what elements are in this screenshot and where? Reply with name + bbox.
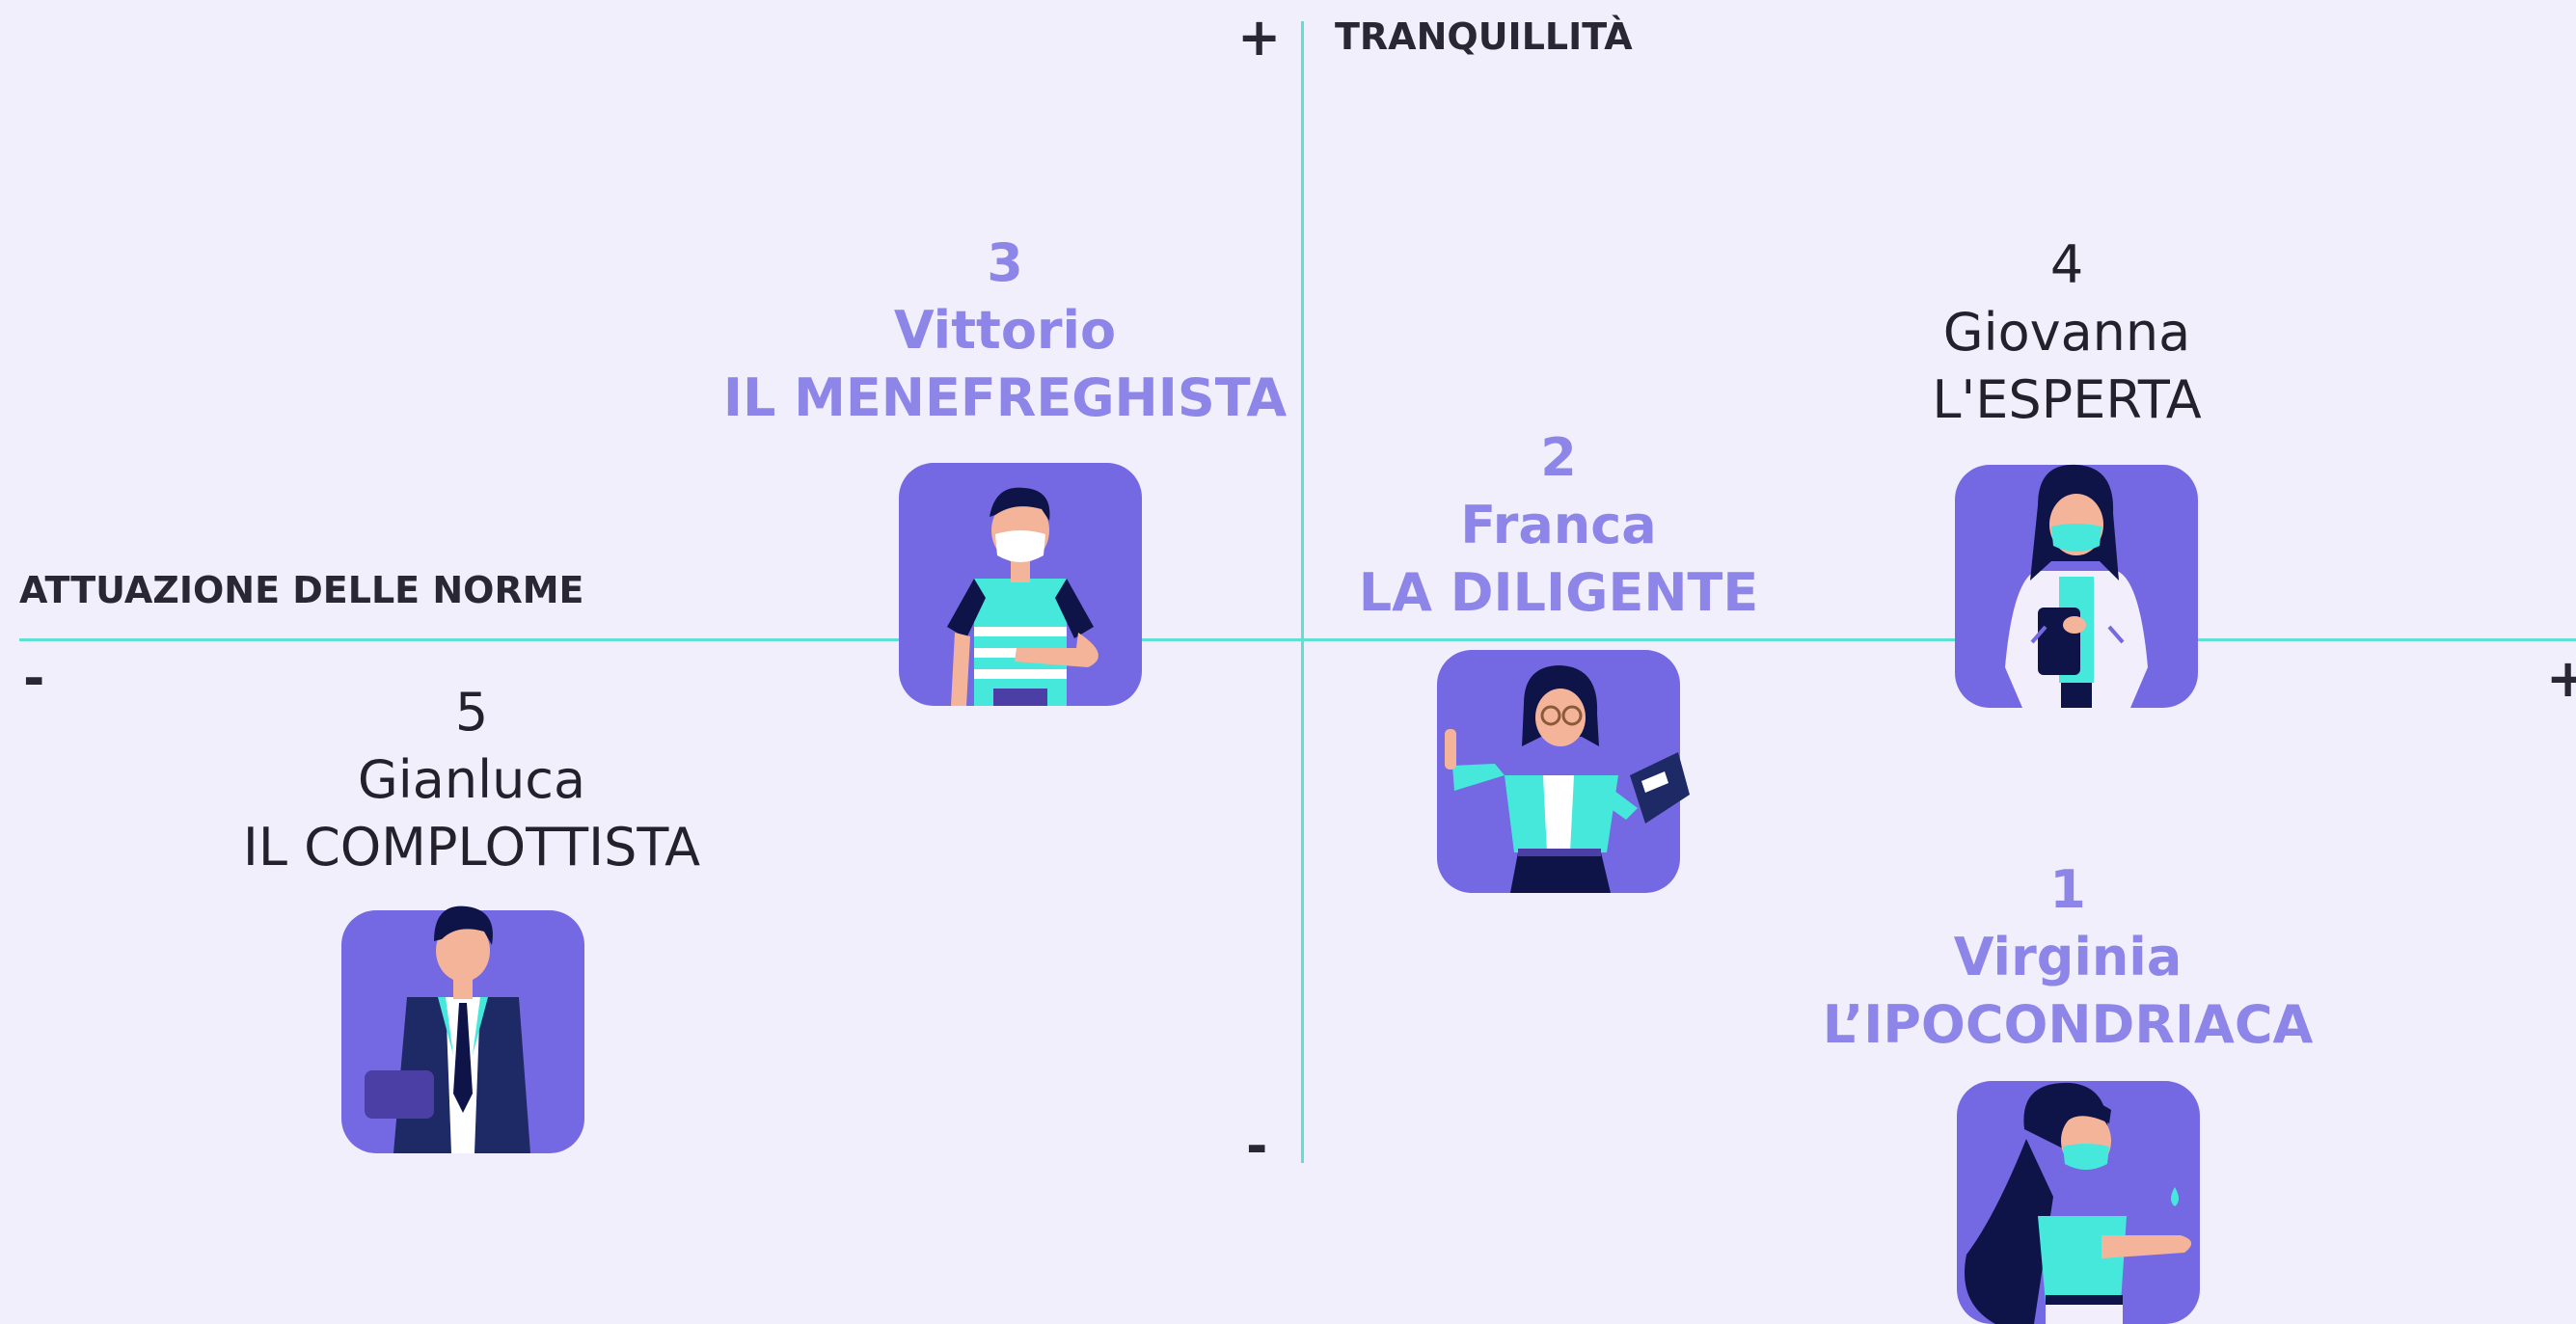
persona-role: L’IPOCONDRIACA [1822, 994, 2314, 1055]
persona-label-vittorio: 3 Vittorio IL MENEFREGHISTA [723, 230, 1287, 432]
woman-teacher-book-icon [1445, 665, 1690, 893]
persona-number: 1 [2049, 859, 2086, 920]
y-axis-title: TRANQUILLITÀ [1335, 15, 1633, 58]
avatar-giovanna [1955, 464, 2198, 708]
woman-washing-hands-icon [1965, 1082, 2192, 1324]
persona-role: IL COMPLOTTISTA [242, 817, 701, 878]
horizontal-axis [19, 638, 2576, 641]
persona-label-virginia: 1 Virginia L’IPOCONDRIACA [1823, 856, 2314, 1059]
woman-doctor-icon [2005, 464, 2148, 708]
y-axis-minus: - [1246, 1116, 1268, 1176]
persona-number: 5 [454, 682, 489, 743]
x-axis-minus: - [23, 648, 45, 709]
avatar-gianluca [341, 905, 584, 1153]
x-axis-plus: + [2546, 648, 2576, 709]
persona-name: Virginia [1953, 927, 2183, 987]
persona-number: 3 [987, 232, 1023, 293]
persona-label-giovanna: 4 Giovanna L'ESPERTA [1932, 231, 2201, 434]
man-thumbs-up-icon [947, 487, 1098, 706]
persona-label-gianluca: 5 Gianluca IL COMPLOTTISTA [243, 679, 700, 881]
avatar-franca [1437, 650, 1690, 893]
persona-label-franca: 2 Franca LA DILIGENTE [1359, 424, 1759, 627]
persona-number: 4 [2049, 234, 2084, 295]
persona-role: L'ESPERTA [1932, 369, 2202, 430]
persona-name: Giovanna [1942, 302, 2191, 363]
y-axis-plus: + [1237, 7, 1282, 68]
persona-name: Vittorio [893, 300, 1117, 361]
persona-name: Franca [1460, 495, 1657, 555]
vertical-axis [1301, 21, 1304, 1163]
persona-number: 2 [1540, 427, 1577, 488]
persona-role: LA DILIGENTE [1358, 562, 1759, 623]
persona-role: IL MENEFREGHISTA [722, 367, 1288, 428]
man-suit-icon [365, 905, 530, 1153]
x-axis-title: ATTUAZIONE DELLE NORME [19, 569, 584, 611]
persona-name: Gianluca [357, 749, 586, 810]
avatar-vittorio [899, 463, 1142, 706]
avatar-virginia [1957, 1081, 2200, 1324]
